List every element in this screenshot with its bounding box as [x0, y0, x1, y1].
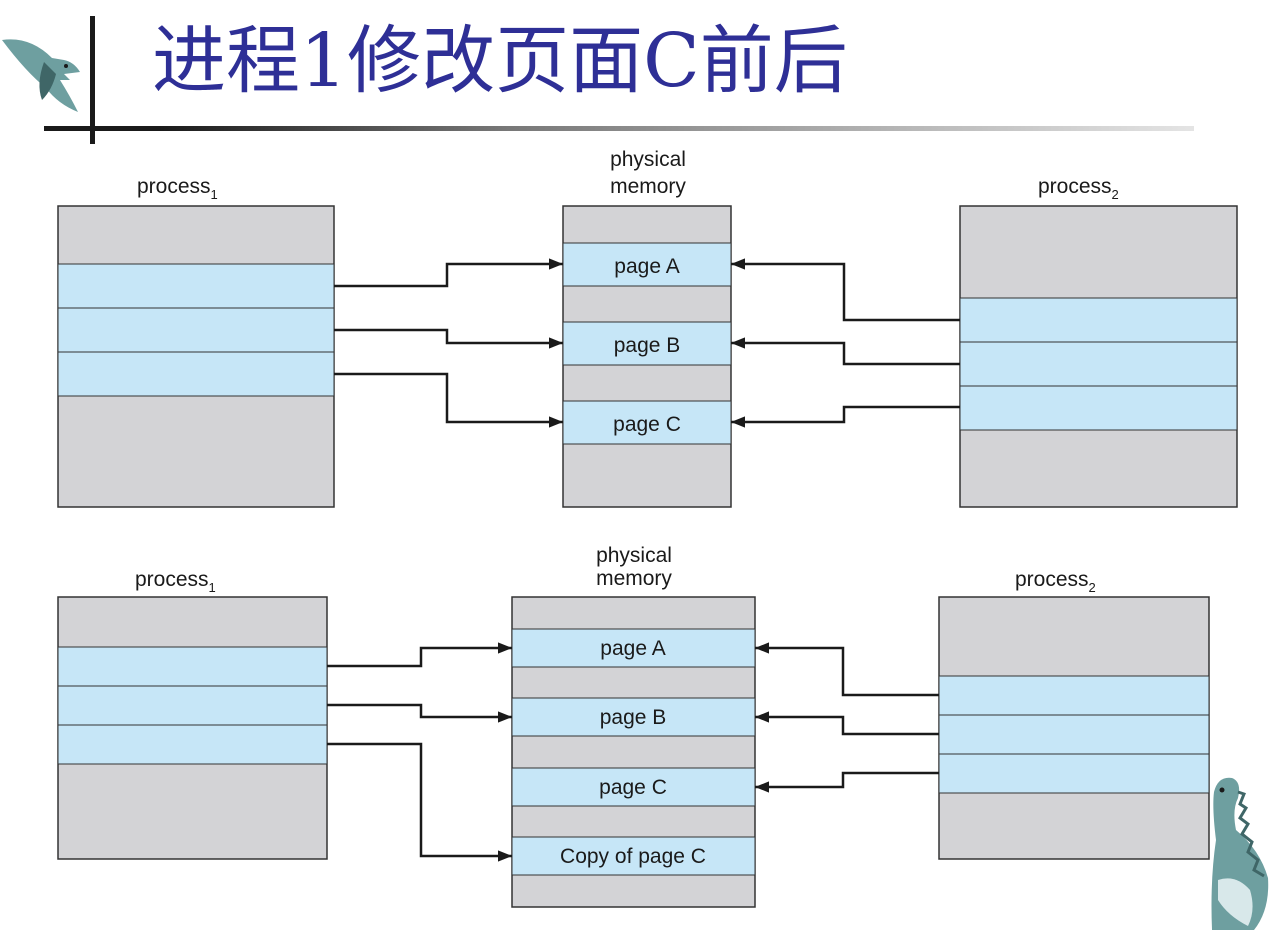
page-c-label: page C	[599, 776, 667, 799]
arrow-p2-to-page-b	[731, 337, 960, 366]
arrow-p1-to-page-a	[334, 258, 563, 288]
memory-copy-of-page-c	[511, 836, 756, 876]
process2-page-entry	[938, 753, 1210, 794]
physical-memory-block: page A page B page C Copy of page C	[511, 596, 756, 908]
slide-title: 进程1修改页面C前后	[152, 18, 848, 104]
page-c-label: page C	[613, 413, 681, 436]
process1-page-entry	[57, 685, 328, 726]
process1-page-entry	[57, 724, 328, 765]
process1-label: process1	[137, 175, 218, 202]
process1-label: process1	[135, 568, 216, 595]
memory-label-line1: physical	[596, 544, 672, 567]
arrow-p2-to-page-b	[755, 711, 939, 736]
page-a-label: page A	[614, 255, 679, 278]
page-b-label: page B	[614, 334, 681, 357]
memory-page-b	[511, 697, 756, 737]
title-vertical-rule	[90, 16, 95, 144]
memory-label-line2: memory	[610, 175, 686, 198]
process2-page-entry	[959, 297, 1238, 343]
process2-label: process2	[1015, 568, 1096, 595]
arrow-p1-to-page-b	[327, 703, 512, 723]
arrow-p1-to-copy-of-page-c	[327, 742, 512, 862]
memory-page-a	[562, 242, 732, 287]
process2-label: process2	[1038, 175, 1119, 202]
title-horizontal-rule	[44, 126, 1194, 131]
dinosaur-icon	[1211, 777, 1269, 930]
process2-page-entry	[959, 341, 1238, 387]
page-a-label: page A	[600, 637, 665, 660]
arrow-p1-to-page-c	[334, 372, 563, 428]
arrow-p2-to-page-a	[755, 642, 939, 697]
process2-page-entry	[938, 675, 1210, 716]
arrow-p1-to-page-b	[334, 328, 563, 349]
pterodactyl-icon	[2, 39, 80, 113]
process2-page-entry	[959, 385, 1238, 431]
before-diagram: process1 physical memory page A page B p…	[57, 148, 1238, 508]
memory-label-line2: memory	[596, 567, 672, 590]
copy-of-page-c-label: Copy of page C	[560, 845, 706, 868]
process2-page-entry	[938, 714, 1210, 755]
memory-label-line1: physical	[610, 148, 686, 171]
process1-page-entry	[57, 307, 335, 353]
physical-memory-block: page A page B page C	[562, 205, 732, 508]
process1-page-entry	[57, 351, 335, 397]
process2-block	[938, 596, 1210, 860]
process1-page-entry	[57, 263, 335, 309]
process1-page-entry	[57, 646, 328, 687]
process2-block	[959, 205, 1238, 508]
process1-block	[57, 596, 328, 860]
memory-page-a	[511, 628, 756, 668]
arrow-p2-to-page-a	[731, 258, 960, 322]
arrow-p1-to-page-a	[327, 642, 512, 668]
arrow-p2-to-page-c	[731, 405, 960, 428]
after-diagram: process1 physical memory page A page B p…	[57, 544, 1210, 908]
process1-block	[57, 205, 335, 508]
arrow-p2-to-page-c	[755, 771, 939, 793]
page-b-label: page B	[600, 706, 667, 729]
